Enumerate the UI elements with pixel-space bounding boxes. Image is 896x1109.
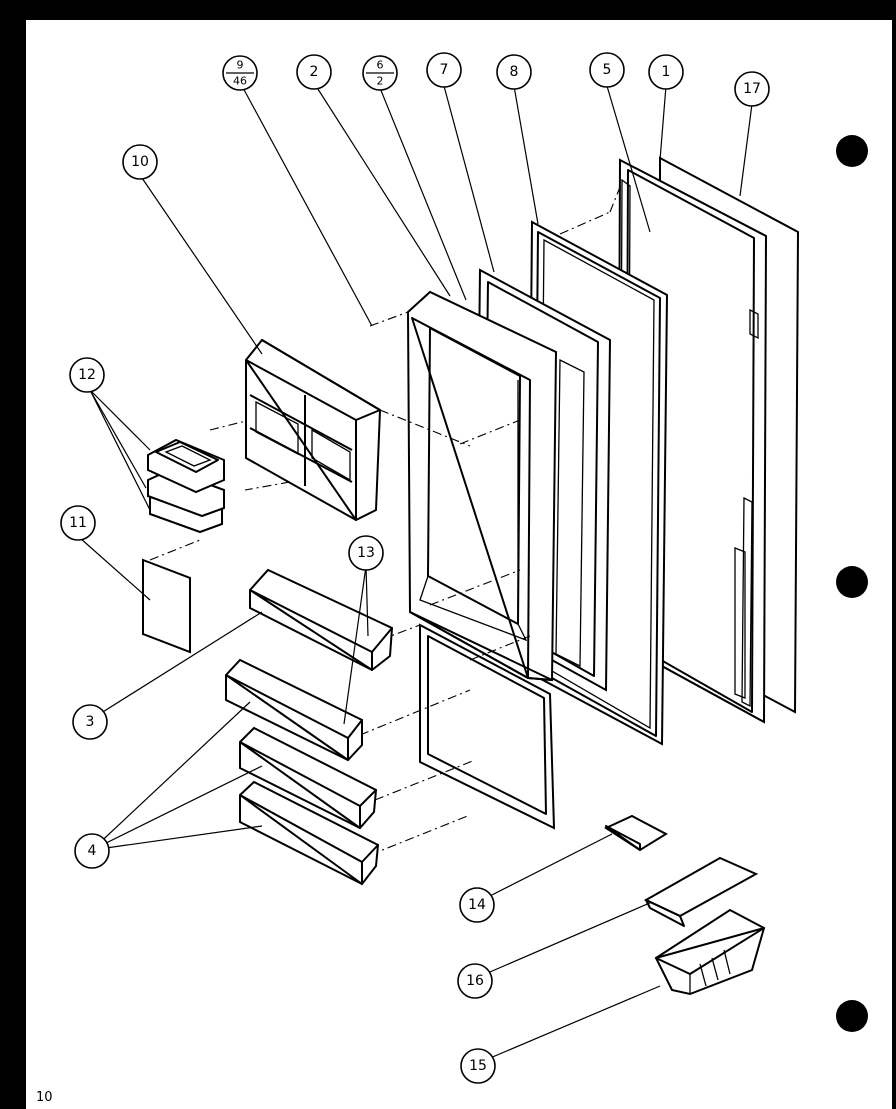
callout-1-text: 1 (662, 64, 671, 80)
part-2-door-liner (406, 290, 558, 830)
part-4-door-bins (225, 658, 380, 886)
part-11-cover-panel (142, 558, 191, 654)
callout-11: 11 (60, 505, 96, 541)
callout-2: 2 (296, 54, 332, 90)
callout-8-text: 8 (510, 64, 519, 80)
callout-4-text: 4 (88, 843, 97, 859)
callout-15-text: 15 (469, 1058, 487, 1074)
part-10-shelf-module (245, 338, 382, 522)
callout-17-text: 17 (743, 81, 761, 97)
callout-5-top-text: 5 (603, 62, 612, 78)
callout-2-text: 2 (310, 64, 319, 80)
callout-17: 17 (734, 71, 770, 107)
callout-15: 15 (460, 1048, 496, 1084)
callout-1: 1 (648, 54, 684, 90)
callout-7-text: 7 (440, 62, 449, 78)
callout-14: 14 (459, 887, 495, 923)
assembly-guide-lines (149, 181, 623, 856)
registration-mark-bottom (836, 1000, 868, 1032)
part-12-storage-bins (147, 438, 225, 534)
callout-6-2: 6 2 (362, 55, 398, 91)
callout-leader-lines (79, 85, 753, 1065)
callout-9-46: 9 46 (222, 55, 258, 91)
callout-6-2-top-text: 6 (377, 59, 384, 72)
callout-3-text: 3 (86, 714, 95, 730)
registration-mark-middle (836, 566, 868, 598)
callout-13-text: 13 (357, 545, 375, 561)
callout-9-46-bottom-text: 46 (233, 75, 247, 88)
callout-16: 16 (457, 963, 493, 999)
callout-16-text: 16 (466, 973, 484, 989)
callout-5-top: 5 (589, 52, 625, 88)
part-3-door-bin (249, 568, 394, 672)
part-14-butter-tray (603, 814, 669, 852)
callout-12: 12 (69, 357, 105, 393)
callout-6-2-bottom-text: 2 (377, 75, 384, 88)
callout-10-text: 10 (131, 154, 149, 170)
page-number: 10 (36, 1090, 53, 1105)
callout-10: 10 (122, 144, 158, 180)
callout-14-text: 14 (468, 897, 486, 913)
callout-11-text: 11 (69, 515, 87, 531)
part-16-ice-bin-lid (643, 856, 759, 927)
registration-mark-top (836, 135, 868, 167)
callout-3: 3 (72, 704, 108, 740)
callout-4: 4 (74, 833, 110, 869)
callout-9-46-top-text: 9 (237, 59, 244, 72)
callout-8: 8 (496, 54, 532, 90)
callout-7: 7 (426, 52, 462, 88)
callout-12-text: 12 (78, 367, 96, 383)
callout-13: 13 (348, 535, 384, 571)
part-15-ice-bin (654, 908, 766, 996)
